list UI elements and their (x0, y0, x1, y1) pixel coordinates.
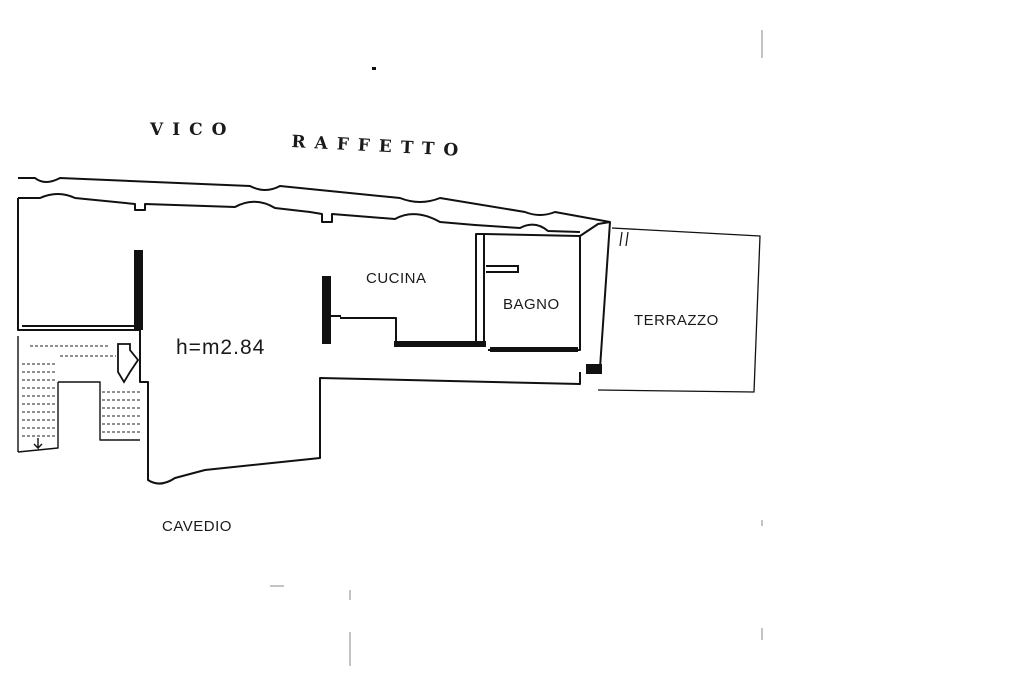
room-label-bagno: BAGNO (503, 296, 560, 313)
pillar-center (322, 276, 331, 344)
stair-treads (22, 363, 140, 437)
bath-fixture (486, 265, 519, 273)
room-label-cavedio: CAVEDIO (162, 518, 232, 535)
kitchen-counter-wall (394, 341, 486, 347)
landing-dashes (30, 345, 116, 357)
street-label-vico: VICO (150, 120, 236, 140)
room-label-cucina: CUCINA (366, 270, 427, 287)
terrace-outline (597, 227, 761, 393)
terrace-mark (619, 231, 629, 247)
kitchen-wall (340, 233, 485, 345)
street-facade-wall (18, 177, 611, 223)
bath-bottom-wall (490, 347, 578, 352)
entry-arrow-icon (117, 343, 140, 384)
ceiling-height-label: h=m2.84 (176, 336, 266, 359)
scan-mark (270, 30, 763, 666)
stair-outline (17, 336, 140, 453)
street-facade-inner (18, 193, 581, 233)
room-label-terrazzo: TERRAZZO (634, 312, 719, 329)
bath-wall (483, 233, 581, 351)
stair-down-arrow-icon (33, 438, 43, 450)
apartment-outline (17, 198, 581, 485)
door-mark (586, 364, 602, 374)
right-wall (579, 221, 611, 369)
pillar-left (134, 250, 143, 330)
scan-dot (372, 67, 376, 70)
